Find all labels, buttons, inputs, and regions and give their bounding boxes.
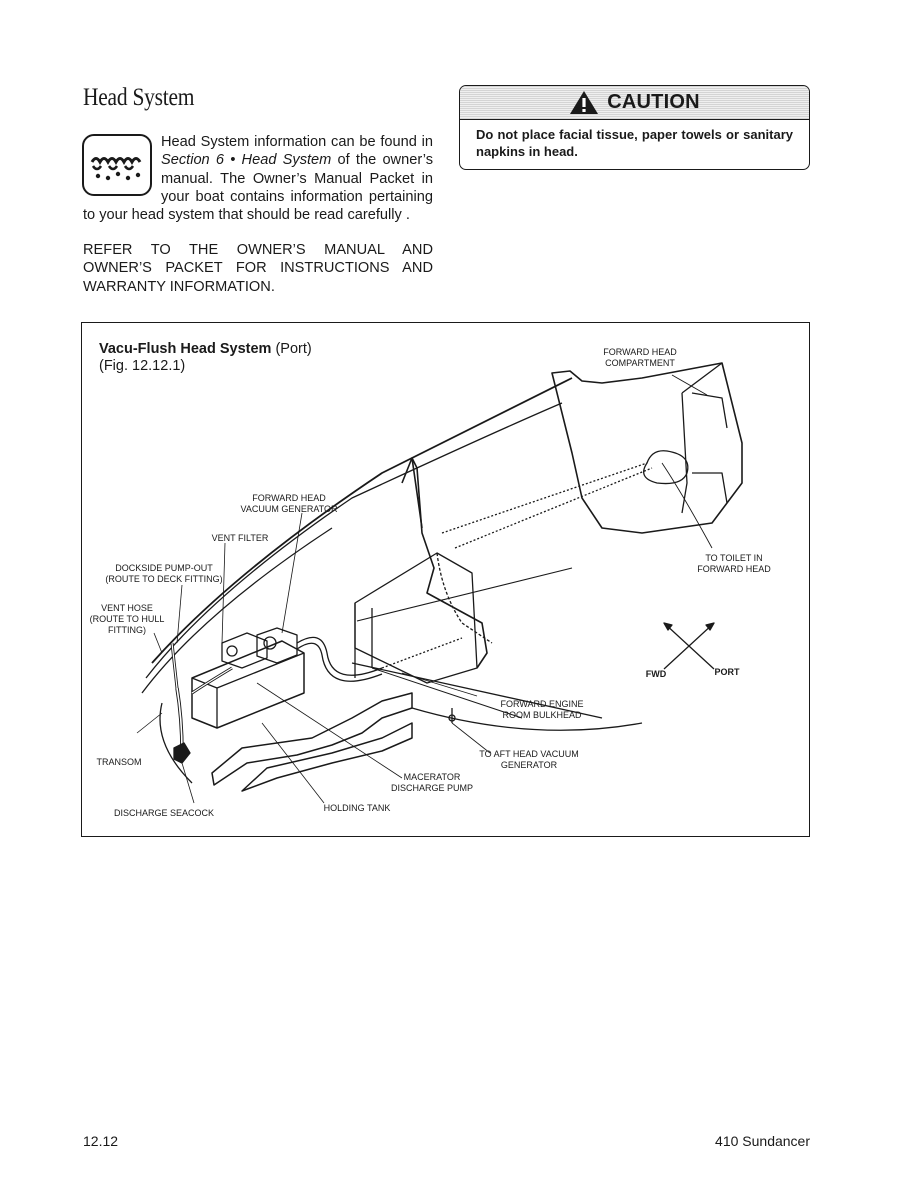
label-line: TO AFT HEAD VACUUM — [479, 749, 579, 759]
label-line: ROOM BULKHEAD — [502, 709, 582, 720]
warning-triangle-icon — [570, 91, 599, 114]
label-line: FORWARD HEAD — [252, 493, 326, 503]
label-line: HOLDING TANK — [323, 803, 391, 813]
figure-number: (Fig. 12.12.1) — [99, 358, 186, 374]
intro-text-a: Head System information can be found in — [161, 134, 433, 150]
figure-title-rest: (Port) — [271, 341, 312, 357]
label-line: FORWARD HEAD — [603, 347, 677, 357]
label-forward-engine-room-bulkhead: FORWARD ENGINE ROOM BULKHEAD — [500, 699, 583, 721]
figure-title-bold: Vacu-Flush Head System — [99, 341, 272, 357]
label-vent-hose: VENT HOSE (ROUTE TO HULL FITTING) — [90, 603, 165, 635]
caution-title: CAUTION — [607, 91, 700, 113]
label-to-toilet: TO TOILET IN FORWARD HEAD — [697, 553, 771, 575]
label-discharge-seacock: DISCHARGE SEACOCK — [114, 808, 214, 819]
label-line: COMPARTMENT — [605, 357, 675, 368]
label-line: PORT — [714, 667, 740, 677]
label-line: VENT FILTER — [211, 533, 269, 543]
label-vent-filter: VENT FILTER — [212, 533, 269, 544]
intro-section-ref: Section 6 • Head System — [161, 152, 332, 169]
page-number: 12.12 — [83, 1133, 119, 1149]
label-line: FORWARD ENGINE — [500, 699, 584, 709]
label-fwd: FWD — [646, 669, 667, 680]
label-line: TRANSOM — [96, 757, 142, 767]
label-line: MACERATOR — [403, 772, 461, 782]
label-line: DOCKSIDE PUMP-OUT — [115, 563, 213, 573]
label-line: DISCHARGE PUMP — [390, 782, 474, 793]
label-line: VENT HOSE — [101, 603, 153, 613]
caution-header: CAUTION — [460, 86, 809, 120]
label-line: FORWARD HEAD — [697, 563, 771, 574]
model-name: 410 Sundancer — [715, 1133, 810, 1149]
label-forward-head-compartment: FORWARD HEAD COMPARTMENT — [603, 347, 677, 369]
label-line: (ROUTE TO HULL — [89, 613, 165, 624]
label-to-aft-head: TO AFT HEAD VACUUM GENERATOR — [479, 749, 579, 771]
section-title: Head System — [83, 84, 195, 111]
intro-paragraph: Head System information can be found in … — [83, 133, 433, 224]
label-line: DISCHARGE SEACOCK — [113, 808, 215, 818]
label-macerator: MACERATOR DISCHARGE PUMP — [391, 772, 473, 794]
label-line: (ROUTE TO DECK FITTING) — [105, 573, 223, 584]
label-forward-head-vacuum-generator: FORWARD HEAD VACUUM GENERATOR — [240, 493, 337, 515]
caution-box: CAUTION Do not place facial tissue, pape… — [459, 85, 810, 170]
caution-text: Do not place facial tissue, paper towels… — [476, 127, 793, 159]
intro-text-b: of the owner’s manual. The Owner’s Manua… — [83, 152, 434, 224]
label-dockside-pump-out: DOCKSIDE PUMP-OUT (ROUTE TO DECK FITTING… — [105, 563, 222, 585]
label-line: FWD — [645, 669, 667, 679]
label-line: GENERATOR — [500, 759, 558, 770]
figure-title: Vacu-Flush Head System (Port) (Fig. 12.1… — [99, 341, 312, 375]
label-port: PORT — [714, 667, 739, 678]
refer-paragraph: REFER TO THE OWNER’S MANUAL AND OWNER’S … — [83, 242, 433, 295]
label-line: TO TOILET IN — [705, 553, 763, 563]
label-line: VACUUM GENERATOR — [240, 503, 338, 514]
head-system-icon — [82, 134, 152, 196]
label-holding-tank: HOLDING TANK — [324, 803, 391, 814]
label-transom: TRANSOM — [97, 757, 142, 768]
label-line: FITTING) — [108, 624, 146, 635]
head-system-diagram — [136, 362, 743, 804]
figure-vacu-flush: Vacu-Flush Head System (Port) (Fig. 12.1… — [81, 322, 810, 837]
